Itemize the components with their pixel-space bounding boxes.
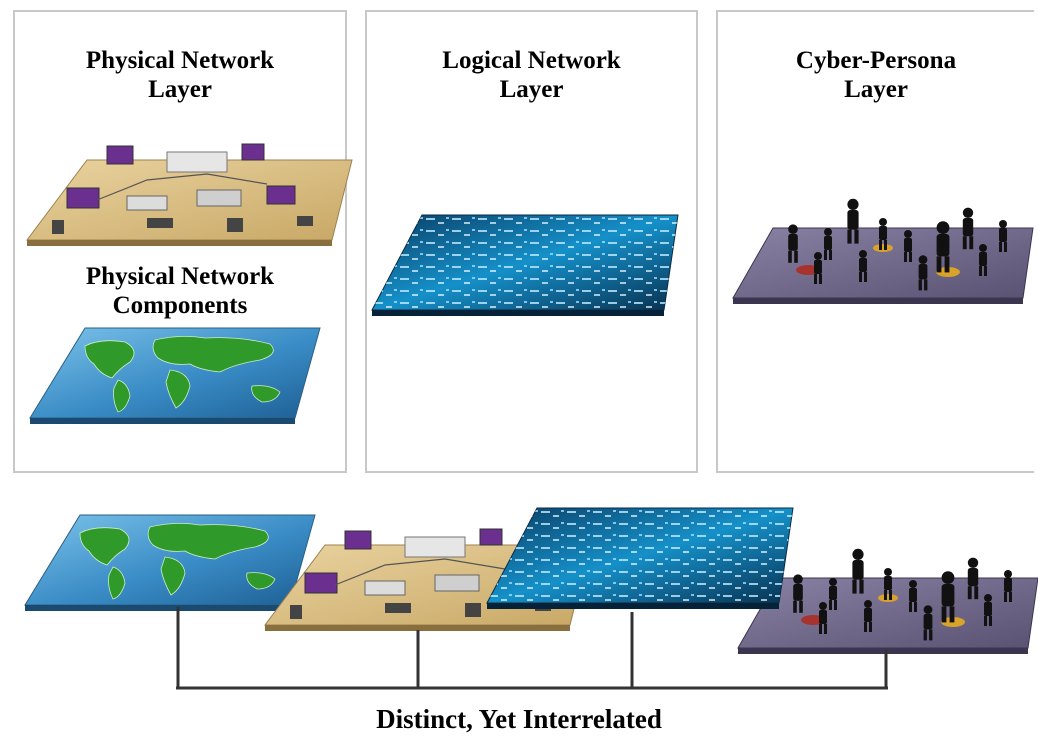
cyber-title-line1: Cyber-Persona bbox=[795, 47, 957, 74]
persona-layer-image bbox=[733, 199, 1033, 304]
combined-world-map-image bbox=[24, 514, 316, 612]
physical-title-line1: Physical Network bbox=[85, 47, 275, 74]
physical-title-line2: Layer bbox=[148, 76, 212, 103]
cyber-title-line2: Layer bbox=[844, 76, 908, 103]
physical-layer-title: Physical Network Layer bbox=[15, 46, 345, 104]
physical-sub-line1: Physical Network bbox=[85, 263, 275, 290]
physical-components-image bbox=[26, 143, 353, 247]
physical-sub-line2: Components bbox=[112, 292, 248, 319]
code-layer-image bbox=[371, 214, 679, 317]
world-map-image bbox=[29, 327, 321, 425]
logical-title-line1: Logical Network bbox=[442, 47, 621, 74]
logical-title-line2: Layer bbox=[499, 76, 564, 103]
caption: Distinct, Yet Interrelated bbox=[376, 704, 662, 734]
combined-code-image bbox=[486, 507, 794, 610]
cyber-layer-title: Cyber-Persona Layer bbox=[718, 46, 1034, 104]
interrelation-connector bbox=[176, 607, 888, 690]
physical-components-title: Physical Network Components bbox=[15, 262, 345, 320]
logical-layer-title: Logical Network Layer bbox=[367, 46, 696, 104]
